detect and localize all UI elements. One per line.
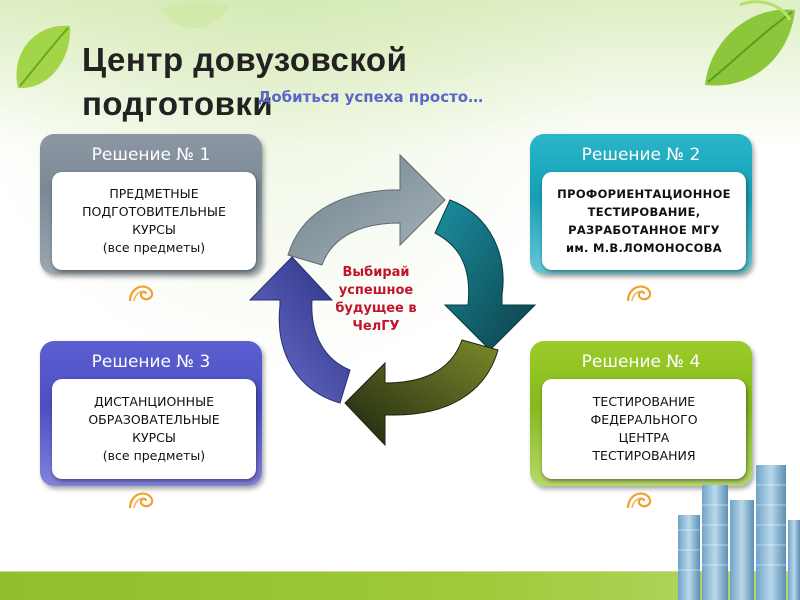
card-body: ДИСТАНЦИОННЫЕ ОБРАЗОВАТЕЛЬНЫЕ КУРСЫ (все…	[52, 379, 256, 479]
solution-card-2: Решение № 2 ПРОФОРИЕНТАЦИОННОЕ ТЕСТИРОВА…	[530, 134, 752, 274]
card-line: ПОДГОТОВИТЕЛЬНЫЕ	[82, 203, 226, 221]
center-slogan-line: будущее в ЧелГУ	[316, 300, 436, 336]
card-line: ДИСТАНЦИОННЫЕ	[88, 393, 219, 411]
spiral-logo-icon	[626, 283, 654, 303]
cycle-arrow-gray	[288, 155, 445, 265]
center-slogan-line: успешное	[316, 282, 436, 300]
spiral-logo-icon	[128, 283, 156, 303]
card-line: ОБРАЗОВАТЕЛЬНЫЕ	[88, 411, 219, 429]
card-body: ПРЕДМЕТНЫЕ ПОДГОТОВИТЕЛЬНЫЕ КУРСЫ (все п…	[52, 172, 256, 270]
solution-card-3: Решение № 3 ДИСТАНЦИОННЫЕ ОБРАЗОВАТЕЛЬНЫ…	[40, 341, 262, 486]
solution-card-1: Решение № 1 ПРЕДМЕТНЫЕ ПОДГОТОВИТЕЛЬНЫЕ …	[40, 134, 262, 274]
card-line: ПРОФОРИЕНТАЦИОННОЕ	[557, 185, 731, 203]
card-line: ФЕДЕРАЛЬНОГО	[590, 411, 697, 429]
cycle-arrow-olive	[345, 340, 498, 445]
card-line: им. М.В.ЛОМОНОСОВА	[557, 239, 731, 257]
buildings-image	[670, 460, 800, 600]
page-title: Центр довузовской подготовки	[82, 38, 407, 126]
card-line: ЦЕНТРА	[590, 429, 697, 447]
center-slogan: Выбирай успешное будущее в ЧелГУ	[316, 264, 436, 336]
card-heading: Решение № 4	[530, 341, 752, 381]
card-line: ПРЕДМЕТНЫЕ	[82, 185, 226, 203]
card-line: КУРСЫ	[82, 221, 226, 239]
card-line: РАЗРАБОТАННОЕ МГУ	[557, 221, 731, 239]
card-heading: Решение № 3	[40, 341, 262, 381]
card-heading: Решение № 2	[530, 134, 752, 174]
card-body: ПРОФОРИЕНТАЦИОННОЕ ТЕСТИРОВАНИЕ, РАЗРАБО…	[542, 172, 746, 270]
leaf-icon	[160, 0, 230, 40]
leaf-icon	[10, 18, 80, 98]
card-line: (все предметы)	[82, 239, 226, 257]
card-line: КУРСЫ	[88, 429, 219, 447]
card-line: (все предметы)	[88, 447, 219, 465]
title-line: Центр довузовской	[82, 41, 407, 78]
cycle-arrow-teal	[435, 200, 535, 350]
subtitle: Добиться успеха просто…	[258, 88, 483, 106]
card-line: ТЕСТИРОВАНИЕ	[590, 393, 697, 411]
spiral-logo-icon	[128, 490, 156, 510]
spiral-logo-icon	[626, 490, 654, 510]
card-line: ТЕСТИРОВАНИЕ,	[557, 203, 731, 221]
card-heading: Решение № 1	[40, 134, 262, 174]
center-slogan-line: Выбирай	[316, 264, 436, 282]
leaf-icon	[700, 0, 800, 95]
title-line: подготовки	[82, 85, 273, 122]
